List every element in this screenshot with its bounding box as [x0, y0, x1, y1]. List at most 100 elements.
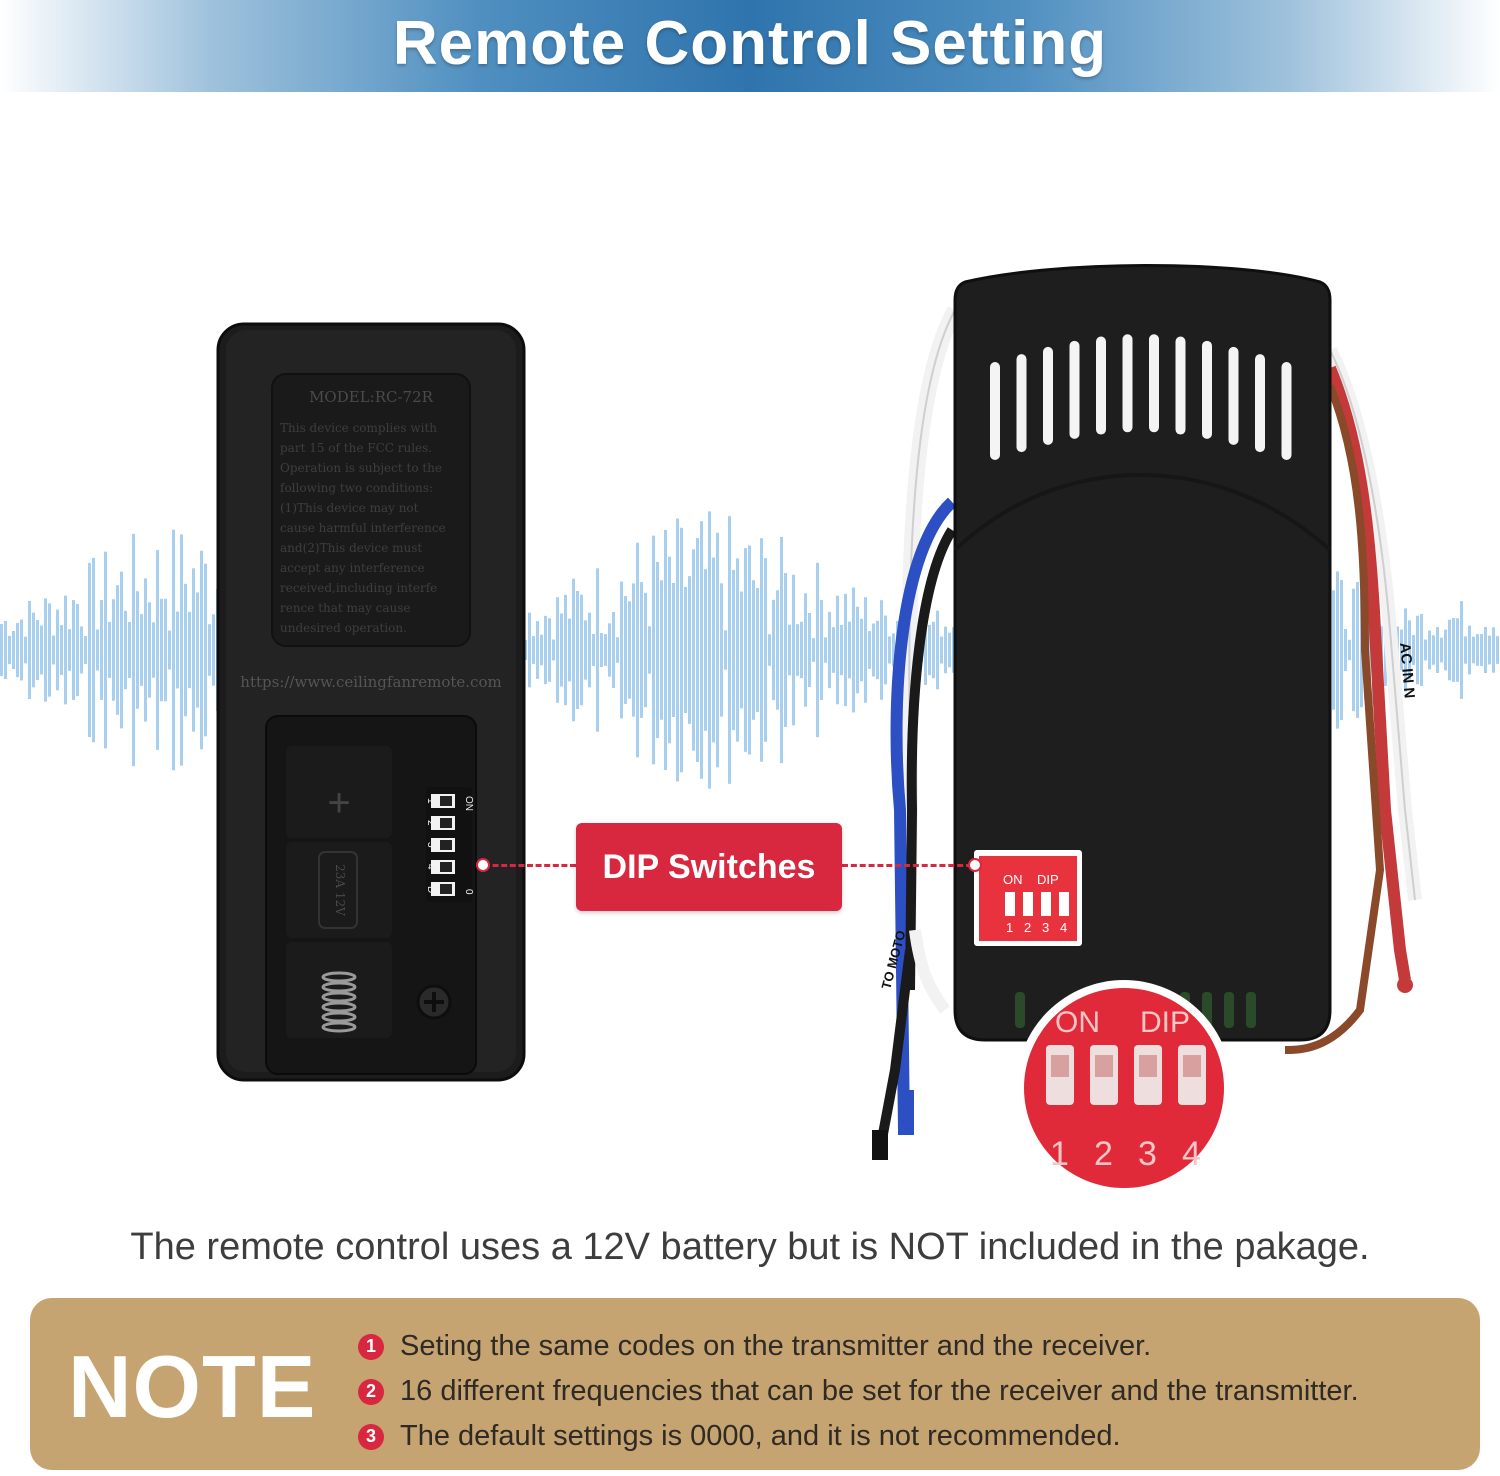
- zoom-dip-number: 1: [1050, 1135, 1069, 1173]
- wave-bar: [140, 614, 143, 686]
- wave-bar: [1480, 634, 1483, 666]
- wave-bar: [876, 620, 879, 680]
- wave-bar: [696, 538, 699, 762]
- zoom-dip-number: 3: [1138, 1135, 1157, 1173]
- wave-bar: [760, 538, 763, 762]
- vent-slot: [1096, 336, 1106, 435]
- wave-bar: [748, 545, 751, 755]
- wave-bar: [940, 636, 943, 664]
- battery-spring-icon: [321, 971, 357, 1033]
- wave-bar: [1448, 619, 1451, 681]
- wave-bar: [548, 618, 551, 682]
- header-band: [0, 0, 1500, 92]
- remote-dip-number: 3: [425, 842, 436, 848]
- wave-bar: [24, 636, 27, 664]
- wave-bar: [112, 599, 115, 701]
- wave-bar: [104, 551, 107, 749]
- wave-bar: [744, 548, 747, 752]
- wave-bar: [1440, 637, 1443, 663]
- wave-bar: [700, 521, 703, 779]
- wave-bar: [652, 535, 655, 765]
- wave-bar: [676, 518, 679, 782]
- wave-bar: [724, 630, 727, 670]
- wave-bar: [584, 620, 587, 680]
- wave-bar: [1436, 627, 1439, 673]
- wave-bar: [1452, 618, 1455, 682]
- wave-bar: [544, 615, 547, 685]
- wave-bar: [764, 558, 767, 742]
- receiver-dip-label: DIP: [1037, 872, 1059, 887]
- vent-slot: [1043, 346, 1053, 445]
- wave-bar: [752, 580, 755, 720]
- remote-dip-zero-label: 0: [463, 889, 474, 895]
- wave-bar: [148, 602, 151, 698]
- note-item: 2 16 different frequencies that can be s…: [358, 1369, 1359, 1414]
- fcc-text-line: cause harmful interference: [280, 521, 446, 535]
- wave-bar: [12, 630, 15, 670]
- wave-bar: [884, 615, 887, 685]
- note-text: 16 different frequencies that can be set…: [400, 1375, 1359, 1407]
- wave-bar: [644, 592, 647, 708]
- callout-connector-right: [842, 864, 972, 867]
- remote-dip-number: 1: [425, 798, 436, 804]
- wave-bar: [136, 591, 139, 709]
- wave-bar: [0, 624, 3, 676]
- wave-bar: [576, 591, 579, 709]
- wave-bar: [1400, 629, 1403, 671]
- wave-bar: [852, 587, 855, 713]
- vent-slot: [1016, 354, 1027, 453]
- wave-bar: [708, 511, 711, 789]
- note-item: 3 The default settings is 0000, and it i…: [358, 1414, 1359, 1459]
- wave-bar: [96, 629, 99, 671]
- wave-bar: [860, 618, 863, 682]
- remote-dip-switch[interactable]: [426, 787, 472, 902]
- wave-bar: [832, 627, 835, 673]
- vent-slot: [1228, 346, 1239, 445]
- wave-bar: [1356, 582, 1359, 718]
- wave-bar: [672, 582, 675, 718]
- zoom-dip-number: 2: [1094, 1135, 1113, 1173]
- wave-bar: [84, 636, 87, 664]
- wave-bar: [164, 598, 167, 702]
- wave-bar: [76, 603, 79, 697]
- fcc-label-panel: [271, 373, 471, 647]
- wave-bar: [8, 635, 11, 665]
- wave-bar: [656, 561, 659, 739]
- wave-bar: [632, 583, 635, 717]
- wave-bar: [848, 621, 851, 679]
- page-title: Remote Control Setting: [392, 9, 1108, 78]
- vent-slot: [1281, 362, 1292, 460]
- wave-bar: [1476, 634, 1479, 666]
- wave-bar: [1332, 590, 1335, 710]
- zoom-dip-number: 4: [1182, 1135, 1201, 1173]
- wave-bar: [144, 578, 147, 722]
- wave-bar: [704, 569, 707, 731]
- wave-bar: [856, 606, 859, 694]
- wave-bar: [892, 633, 895, 667]
- wave-bar: [580, 594, 583, 706]
- receiver-dip-switch[interactable]: [974, 850, 1082, 946]
- zoom-on-label: ON: [1055, 1006, 1100, 1039]
- wave-bar: [1468, 625, 1471, 675]
- wave-bar: [624, 596, 627, 704]
- wave-bar: [100, 600, 103, 700]
- note-number-badge: 1: [358, 1333, 384, 1360]
- wave-bar: [680, 527, 683, 773]
- wave-bar: [44, 598, 47, 702]
- note-label: NOTE: [68, 1337, 317, 1436]
- vent-slot: [1122, 334, 1133, 433]
- wave-bar: [924, 615, 927, 685]
- note-text: Seting the same codes on the transmitter…: [400, 1330, 1152, 1362]
- wave-bar: [1412, 635, 1415, 665]
- wave-bar: [108, 622, 111, 678]
- wave-bar: [184, 583, 187, 717]
- receiver-dip-on-label: ON: [1003, 872, 1023, 887]
- wave-bar: [648, 626, 651, 674]
- wave-bar: [120, 571, 123, 729]
- wave-bar: [888, 636, 891, 664]
- receiver-dip-number: 3: [1042, 920, 1049, 935]
- wave-bar: [716, 532, 719, 768]
- wave-bar: [552, 639, 555, 661]
- wave-bar: [1420, 614, 1423, 686]
